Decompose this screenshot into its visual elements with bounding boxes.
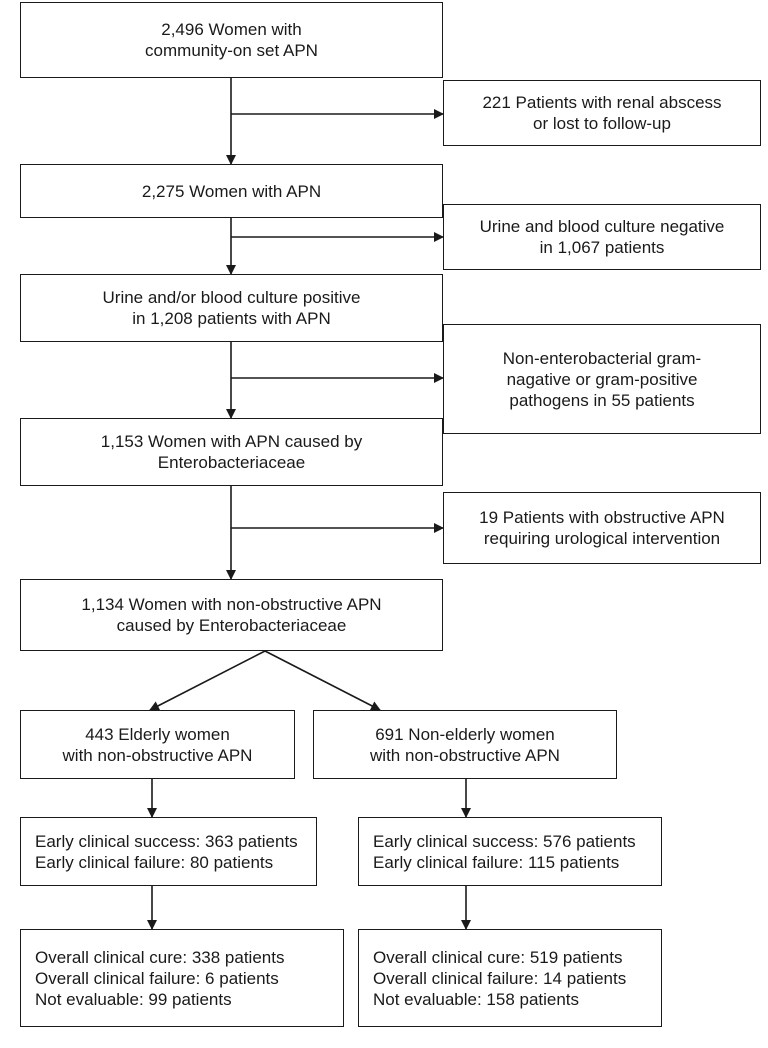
box-line: 19 Patients with obstructive APN (479, 508, 725, 527)
box-line: Urine and/or blood culture positive (102, 288, 361, 307)
arrow-split-right (264, 650, 381, 711)
box-line: Early clinical failure: 115 patients (373, 852, 620, 872)
box-line: 2,496 Women with (161, 20, 302, 39)
box-culture-positive: Urine and/or blood culture positive in 1,… (20, 274, 443, 342)
box-line: in 1,067 patients (539, 238, 665, 257)
box-women-with-apn: 2,275 Women with APN (20, 164, 443, 218)
box-line: Urine and blood culture negative (479, 217, 725, 236)
box-line: 1,134 Women with non-obstructive APN (81, 595, 382, 614)
box-line: Not evaluable: 99 patients (35, 989, 232, 1009)
box-line: 443 Elderly women (85, 724, 230, 744)
box-line: 691 Non-elderly women (375, 724, 555, 744)
box-line: Overall clinical failure: 14 patients (373, 968, 627, 988)
box-line: in 1,208 patients with APN (132, 309, 331, 328)
box-excluded-culture-negative: Urine and blood culture negative in 1,067… (443, 204, 761, 270)
box-line: Overall clinical cure: 519 patients (373, 947, 623, 967)
box-line: requiring urological intervention (483, 529, 721, 548)
box-line: Early clinical success: 363 patients (35, 831, 298, 851)
box-line: Non-enterobacterial gram- (502, 348, 702, 368)
box-non-obstructive: 1,134 Women with non-obstructive APN caus… (20, 579, 443, 651)
box-excluded-non-enterobacterial: Non-enterobacterial gram-nagative or gra… (443, 324, 761, 434)
box-line: Early clinical failure: 80 patients (35, 852, 274, 872)
box-enterobacteriaceae: 1,153 Women with APN caused by Enterobact… (20, 418, 443, 486)
box-line: 2,275 Women with APN (141, 181, 322, 201)
box-line: Overall clinical failure: 6 patients (35, 968, 279, 988)
box-line: nagative or gram-positive (506, 369, 698, 389)
box-line: caused by Enterobacteriaceae (116, 616, 347, 635)
box-line: Enterobacteriaceae (157, 453, 306, 472)
box-line: pathogens in 55 patients (509, 390, 695, 410)
box-line: with non-obstructive APN (62, 745, 253, 765)
box-line: 1,153 Women with APN caused by (100, 432, 363, 451)
box-line: with non-obstructive APN (370, 745, 560, 765)
box-line: 221 Patients with renal abscess (482, 93, 722, 112)
box-line: community-on set APN (145, 41, 318, 60)
box-line: Not evaluable: 158 patients (373, 989, 580, 1009)
box-excluded-obstructive: 19 Patients with obstructive APN requirin… (443, 492, 761, 564)
box-line: or lost to follow-up (533, 114, 671, 133)
box-total-women: 2,496 Women with community-on set APN (20, 2, 443, 78)
box-line: Early clinical success: 576 patients (373, 831, 636, 851)
box-excluded-renal-abscess: 221 Patients with renal abscess or lost t… (443, 80, 761, 146)
box-line: Overall clinical cure: 338 patients (35, 947, 285, 967)
arrow-split-left (149, 650, 266, 711)
